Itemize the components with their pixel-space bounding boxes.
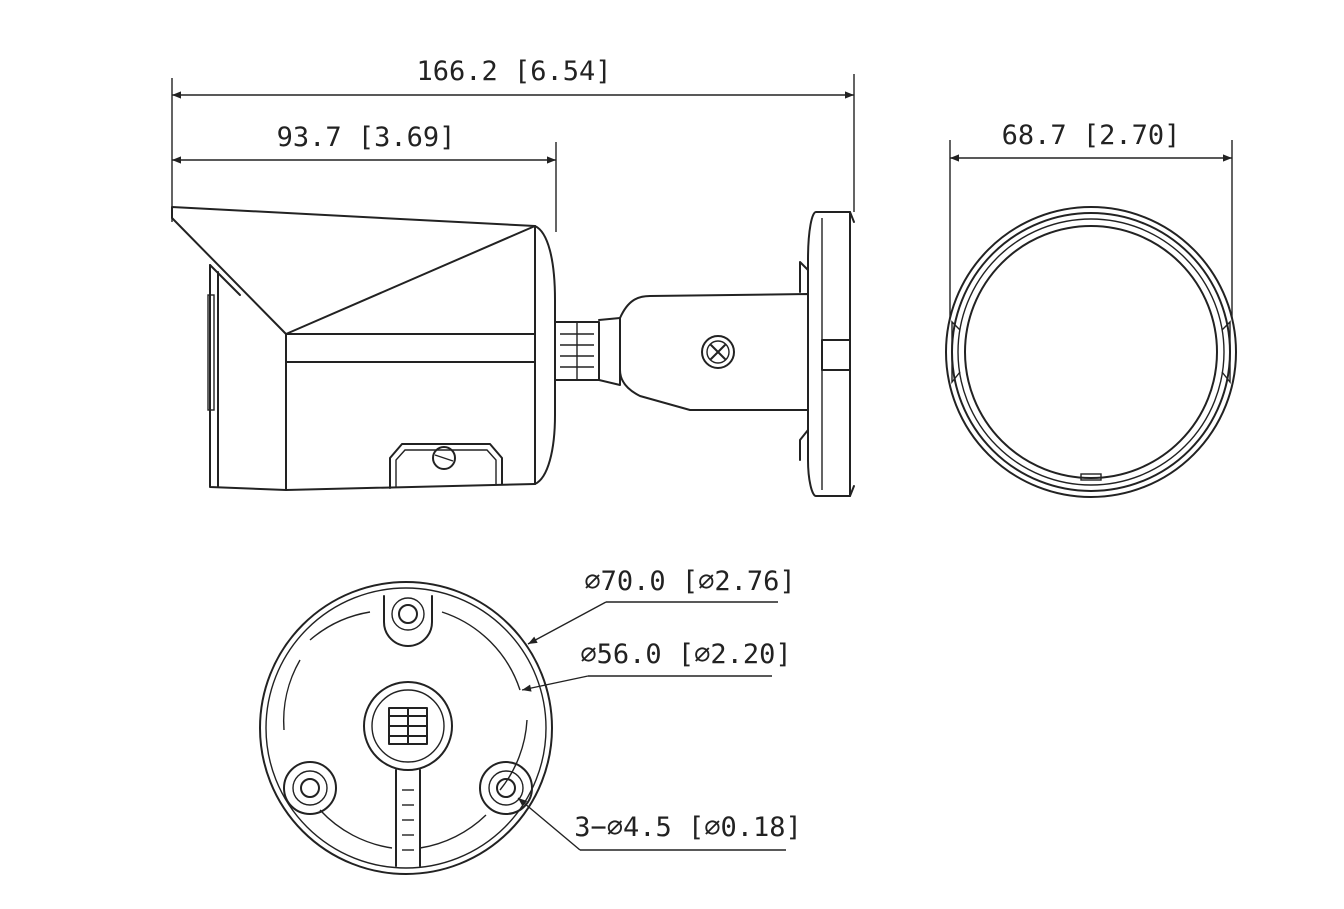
base-inner-diameter-label: ⌀56.0 [⌀2.20] xyxy=(580,639,791,670)
camera-front-view xyxy=(945,206,1237,498)
mounting-base xyxy=(807,211,851,497)
mounting-hole xyxy=(283,761,337,815)
mounting-holes-label: 3−⌀4.5 [⌀0.18] xyxy=(574,812,802,843)
cable-hole xyxy=(363,681,453,771)
dimension-overall-length: 166.2 [6.54] xyxy=(171,56,855,222)
leader-mounting-holes: 3−⌀4.5 [⌀0.18] xyxy=(517,797,802,851)
base-bottom-view xyxy=(259,581,553,875)
sun-shield xyxy=(171,206,536,335)
bottom-clip xyxy=(389,443,503,489)
lens-window xyxy=(964,225,1218,479)
mounting-hole xyxy=(479,761,533,815)
base-outer-diameter-label: ⌀70.0 [⌀2.76] xyxy=(584,566,795,597)
base-outer-circle xyxy=(259,581,553,875)
body-length-label: 93.7 [3.69] xyxy=(277,122,456,153)
dimension-body-length: 93.7 [3.69] xyxy=(172,122,557,232)
mounting-hole xyxy=(383,595,433,647)
dimension-front-diameter: 68.7 [2.70] xyxy=(949,120,1233,318)
overall-length-label: 166.2 [6.54] xyxy=(416,56,611,87)
leader-base-outer: ⌀70.0 [⌀2.76] xyxy=(527,566,796,645)
bracket-screw-icon xyxy=(701,335,735,369)
camera-side-view xyxy=(171,206,855,497)
leader-base-inner: ⌀56.0 [⌀2.20] xyxy=(521,639,792,692)
front-diameter-label: 68.7 [2.70] xyxy=(1002,120,1181,151)
bracket-arm xyxy=(619,293,809,411)
screw-icon xyxy=(432,446,456,470)
